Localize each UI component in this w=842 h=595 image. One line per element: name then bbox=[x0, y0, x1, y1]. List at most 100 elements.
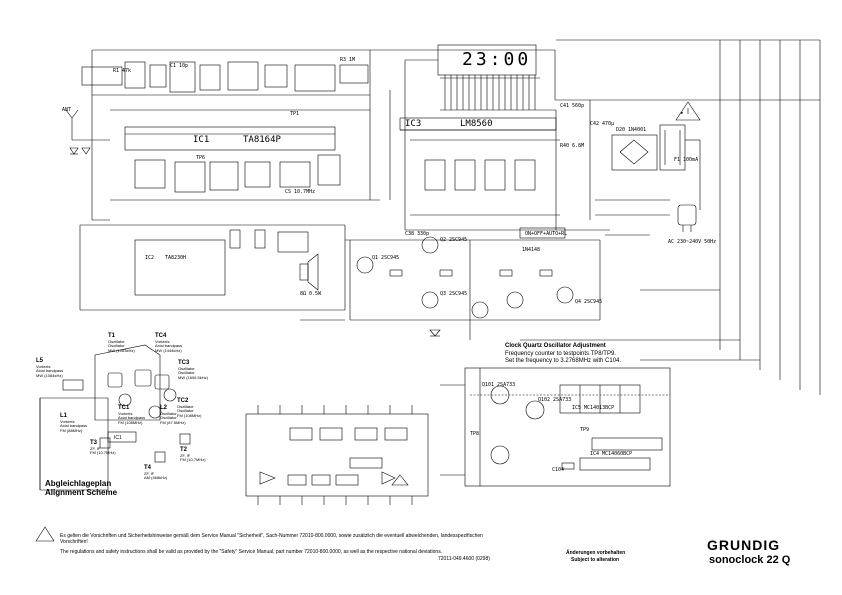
align-id: L2 bbox=[160, 405, 168, 411]
alignment-title-en: Alignment Scheme bbox=[45, 488, 118, 497]
label-c1: C1 10p bbox=[170, 63, 189, 69]
ic3-name: IC3 bbox=[405, 119, 422, 129]
align-line2: Oscillator bbox=[177, 408, 194, 414]
label-q4: Q4 2SC945 bbox=[575, 299, 603, 305]
label-tp1: TP1 bbox=[290, 111, 300, 117]
clock-adj-line1: Frequency counter to testpoints TP8/TP9. bbox=[505, 351, 616, 357]
label-q102: Q102 2SA733 bbox=[538, 397, 572, 403]
label-sw1: ON+OFF+AUTO+RL bbox=[525, 231, 568, 237]
align-line2: Axial bandpass bbox=[60, 423, 88, 429]
align-line1: Oszillator bbox=[160, 410, 177, 416]
ic1-name: IC1 bbox=[193, 135, 210, 145]
label-c42: C42 470µ bbox=[590, 121, 615, 127]
label-q3: Q3 2SC945 bbox=[440, 291, 468, 297]
align-id: TC1 bbox=[118, 405, 130, 411]
label-c41: C41 560p bbox=[560, 103, 585, 109]
amp-ic-part: TA8230H bbox=[165, 255, 187, 261]
align-line2: Axial bandpass bbox=[36, 368, 64, 374]
align-id: TC3 bbox=[178, 360, 190, 366]
align-id: T2 bbox=[180, 447, 188, 453]
align-line2: Oscillator bbox=[178, 370, 195, 376]
align-id: TC4 bbox=[155, 333, 167, 339]
align-line2: FM (10.7MHz) bbox=[180, 457, 206, 463]
label-d20: D20 1N4001 bbox=[616, 127, 647, 133]
safety-text-de: Es gelten die Vorschriften und Sicherhei… bbox=[60, 533, 483, 545]
label-c104: C104 bbox=[552, 467, 565, 473]
align-line2: FM (10.7MHz) bbox=[90, 450, 116, 456]
label-q1: Q1 2SC945 bbox=[372, 255, 400, 261]
label-fuse: F1 100mA bbox=[674, 157, 699, 163]
align-line1: Vorkreis bbox=[155, 338, 170, 344]
align-line3: MW (1084kHz) bbox=[36, 373, 63, 379]
align-line2: Oscillator bbox=[108, 343, 125, 349]
align-line2: Oscillator bbox=[160, 415, 177, 421]
align-id: T1 bbox=[108, 333, 116, 339]
label-cs: CS 10.7MHz bbox=[285, 189, 316, 195]
doc-number: 72011-049.4600 (0298) bbox=[438, 556, 490, 562]
clock-adj-line2: Set the frequency to 3.2768MHz with C104… bbox=[505, 358, 622, 364]
label-c38: C38 330p bbox=[405, 231, 430, 237]
label-d6: 1N4148 bbox=[522, 247, 541, 253]
align-id: T4 bbox=[144, 465, 152, 471]
label-tp6: TP6 bbox=[196, 155, 206, 161]
label-r1: R1 47k bbox=[113, 68, 132, 74]
align-line1: ZF, IF bbox=[90, 445, 101, 451]
align-line1: ZF, IF bbox=[180, 452, 191, 458]
brand-logo: GRUNDIG bbox=[707, 537, 781, 553]
align-id: TC2 bbox=[177, 398, 189, 404]
align-line3: MW (1444kHz) bbox=[155, 348, 182, 354]
align-line2: AM (468kHz) bbox=[144, 475, 168, 481]
label-tp8: TP8 bbox=[470, 431, 480, 437]
display-time: 23:00 bbox=[462, 49, 532, 70]
align-line2: Axial bandpass bbox=[118, 415, 146, 421]
align-line2: Axial bandpass bbox=[155, 343, 183, 349]
label-speaker: 8Ω 0.5W bbox=[300, 291, 322, 297]
clock-adj-title: Clock Quartz Oscillator Adjustment bbox=[505, 343, 606, 349]
amp-ic-name: IC2 bbox=[145, 255, 155, 261]
align-line1: ZF, IF bbox=[144, 470, 155, 476]
label-tp9: TP9 bbox=[580, 427, 590, 433]
ic3-part: LM8560 bbox=[460, 119, 493, 129]
safety-text-en: The regulations and safety instructions … bbox=[60, 549, 443, 555]
align-line3: FM (87.5MHz) bbox=[160, 420, 186, 426]
align-line1: Oszillator bbox=[178, 365, 195, 371]
align-line1: Oszillator bbox=[177, 403, 194, 409]
align-line1: Vorkreis bbox=[60, 418, 75, 424]
align-id: L1 bbox=[60, 413, 68, 419]
align-id: T3 bbox=[90, 440, 98, 446]
label-r40: R40 6.8M bbox=[560, 143, 585, 149]
label-q101: Q101 2SA733 bbox=[482, 382, 516, 388]
align-line3: FM (108MHz) bbox=[177, 413, 202, 419]
label-r3: R3 1M bbox=[340, 57, 356, 63]
align-line1: Vorkreis bbox=[118, 410, 133, 416]
model-name: sonoclock 22 Q bbox=[709, 554, 791, 566]
align-line3: MW (1063kHz) bbox=[108, 348, 135, 354]
align-line1: Vorkreis bbox=[36, 363, 51, 369]
align-line3: FM (108MHz) bbox=[118, 420, 143, 426]
label-ic5: IC5 MC14013BCP bbox=[572, 405, 615, 411]
label-q2: Q2 2SC945 bbox=[440, 237, 468, 243]
align-line3: FM (88MHz) bbox=[60, 428, 83, 434]
changes-de: Änderungen vorbehalten bbox=[566, 550, 626, 556]
align-ic-label: IC1 bbox=[114, 435, 122, 441]
changes-en: Subject to alteration bbox=[571, 557, 620, 563]
alignment-title-de: Abgleichlageplan bbox=[45, 479, 112, 488]
label-ic4: IC4 MC14060BCP bbox=[590, 451, 633, 457]
label-mains: AC 230~240V 50Hz bbox=[668, 239, 717, 245]
align-id: L5 bbox=[36, 358, 44, 364]
align-line3: MW (1606.5kHz) bbox=[178, 375, 209, 381]
label-ant: ANT bbox=[62, 107, 72, 113]
